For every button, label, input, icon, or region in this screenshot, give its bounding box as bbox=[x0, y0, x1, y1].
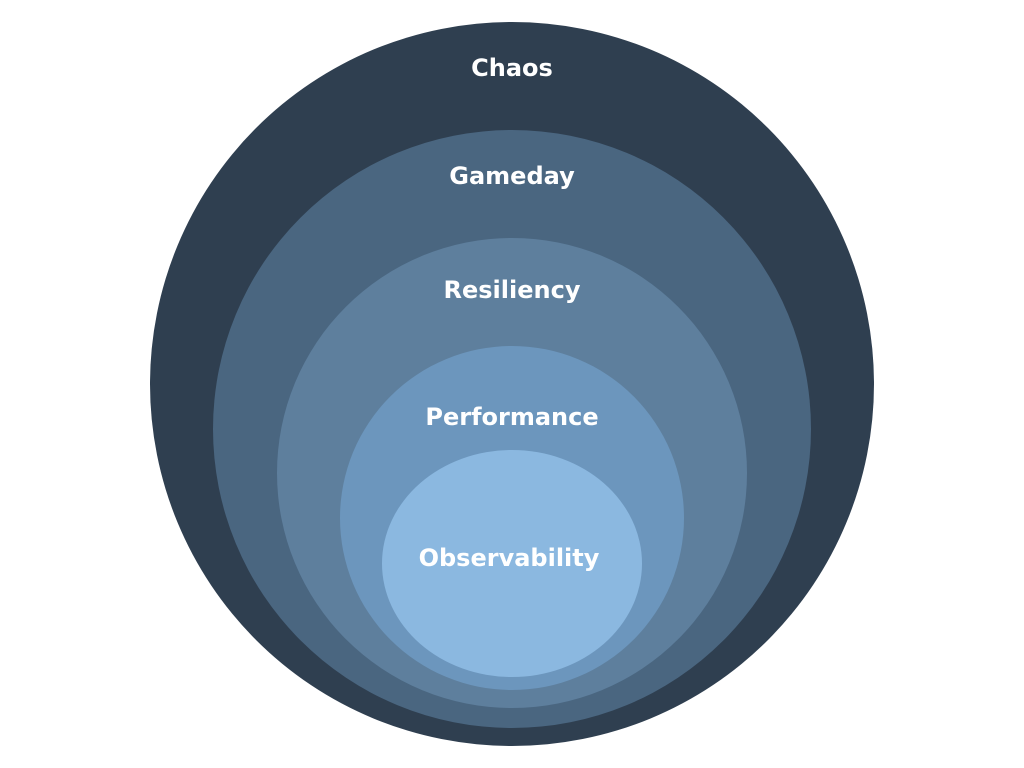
observability-layer bbox=[382, 450, 642, 677]
chaos-label: Chaos bbox=[471, 54, 553, 82]
performance-label: Performance bbox=[425, 403, 599, 431]
observability-label: Observability bbox=[418, 544, 600, 572]
gameday-label: Gameday bbox=[449, 162, 575, 190]
resiliency-label: Resiliency bbox=[443, 276, 581, 304]
